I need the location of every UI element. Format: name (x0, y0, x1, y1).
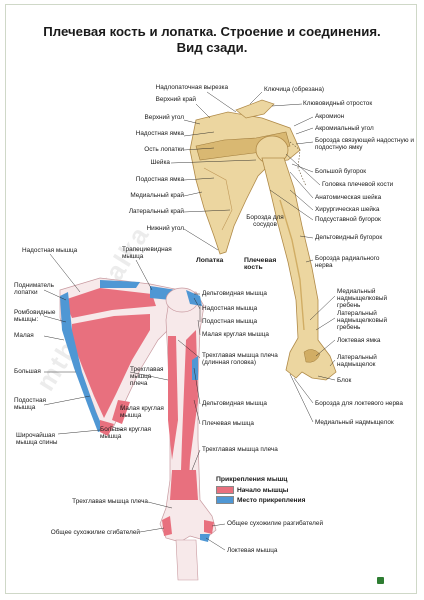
muscle-label-anconeus: Локтевая мышца (227, 547, 278, 554)
label-spinoglenoid-groove: Борозда связующей надостную и подостную … (315, 137, 414, 152)
label-neck: Шейка (150, 159, 170, 166)
label-scapula: Лопатка (196, 257, 224, 264)
muscle-label-triceps-lower-left: Трехглавая мышца плеча (72, 498, 148, 505)
muscle-label-infraspinatus-right: Подостная мышца (202, 318, 258, 325)
label-superior-angle: Верхний угол (144, 114, 184, 121)
muscle-label-teres-minor-right: Малая круглая мышца (202, 331, 269, 338)
muscle-label-common-flexor-tendon: Общее сухожилие сгибателей (50, 529, 140, 536)
label-lateral-border: Латеральный край (128, 208, 184, 215)
muscle-label-levator-scapulae: Подниматель лопатки (14, 282, 54, 297)
leader-lines-bottom-right (177, 293, 226, 551)
legend-insertion-label: Место прикрепления (237, 496, 306, 504)
muscle-label-deltoid-lower: Дельтовидная мышца (202, 400, 267, 407)
label-trochlea: Блок (337, 377, 352, 384)
legend-insertion: Место прикрепления (216, 496, 305, 504)
label-acromial-angle: Акромиальный угол (315, 125, 374, 132)
muscle-label-rhomboid-minor: Малая (14, 332, 34, 339)
muscle-attachment-diagram (59, 277, 217, 581)
label-coracoid-process: Клювовидный отросток (303, 100, 373, 107)
poster-title: Плечевая кость и лопатка. Строение и сое… (0, 24, 424, 56)
muscle-label-teres-major: Большая круглая мышца (100, 426, 151, 441)
leader-lines-elbow (289, 295, 336, 423)
muscle-label-deltoid-upper: Дельтовидная мышца (202, 290, 267, 297)
muscle-label-trapezius: Трапециевидная мышца (122, 246, 172, 261)
label-olecranon-fossa: Локтевая ямка (337, 337, 381, 344)
legend-origin: Начало мышцы (216, 486, 288, 494)
label-humerus: Плечевая кость (244, 257, 277, 272)
legend-title: Прикрепления мышц (216, 476, 288, 483)
publisher-logo (377, 577, 384, 584)
muscle-label-triceps-lower-right: Трехглавая мышца плеча (202, 446, 278, 453)
label-medial-epicondyle: Медиальный надмыщелок (315, 419, 394, 426)
muscle-label-supraspinatus-left: Надостная мышца (22, 247, 78, 254)
muscle-label-triceps-long-head: Трехглавая мышца плеча (длинная головка) (202, 352, 278, 367)
muscle-label-latissimus-dorsi: Широчайшая мышца спины (16, 432, 58, 447)
muscle-label-brachialis: Плечевая мышца (202, 420, 254, 427)
label-medial-border: Медиальный край (130, 192, 184, 199)
label-supraspinous-fossa: Надостная ямка (135, 130, 184, 137)
label-radial-groove: Борозда радиального нерва (315, 255, 380, 270)
muscle-label-infraspinatus-left: Подостная мышца (14, 397, 46, 412)
leader-lines-top-left (170, 91, 257, 251)
label-vessels-groove: Борозда для сосудов (246, 214, 284, 229)
label-infraglenoid-tubercle: Подсуставной бугорок (315, 216, 381, 223)
label-clavicle: Ключица (обрезана) (264, 86, 324, 93)
legend-insertion-swatch (216, 496, 234, 504)
label-medial-supracondylar-ridge: Медиальный надмыщелковый гребень (337, 288, 388, 310)
title-line-2: Вид сзади. (176, 40, 248, 55)
label-lateral-supracondylar-ridge: Латеральный надмыщелковый гребень (337, 310, 388, 332)
muscle-label-triceps-upper: Трехглавая мышца плеча (130, 366, 164, 388)
leader-lines-top-right (249, 91, 321, 263)
label-infraspinous-fossa: Подостная ямка (135, 176, 184, 183)
muscle-label-teres-minor-left: Малая круглая мышца (120, 405, 164, 420)
poster-frame (5, 4, 417, 594)
label-surgical-neck: Хирургическая шейка (315, 206, 380, 213)
label-inferior-angle: Нижний угол (146, 225, 184, 232)
label-anatomical-neck: Анатомическая шейка (315, 194, 382, 201)
label-spine-of-scapula: Ость лопатки (144, 146, 184, 153)
legend-origin-label: Начало мышцы (237, 486, 289, 494)
muscle-label-rhomboids: Ромбовидные мышцы: (14, 309, 56, 324)
label-suprascapular-notch: Надлопаточная вырезка (155, 84, 228, 91)
label-greater-tubercle: Большой бугорок (315, 168, 367, 175)
muscle-label-supraspinatus-right: Надостная мышца (202, 305, 258, 312)
label-ulnar-nerve-groove: Борозда для локтевого нерва (315, 400, 403, 407)
humerus-bone-top (255, 135, 337, 381)
label-deltoid-tuberosity: Дельтовидный бугорок (315, 234, 383, 241)
legend-origin-swatch (216, 486, 234, 494)
title-line-1: Плечевая кость и лопатка. Строение и сое… (43, 24, 381, 39)
label-acromion: Акромион (315, 113, 345, 120)
label-head-of-humerus: Головка плечевой кости (322, 181, 394, 188)
muscle-label-rhomboid-major: Большая (14, 368, 41, 375)
leader-lines-bottom-left (43, 253, 173, 533)
label-superior-border: Верхний край (155, 96, 196, 103)
publisher-logo-icon (377, 577, 384, 584)
muscle-label-common-extensor-tendon: Общее сухожилие разгибателей (227, 520, 324, 527)
label-lateral-epicondyle: Латеральный надмыщелок (337, 354, 377, 369)
